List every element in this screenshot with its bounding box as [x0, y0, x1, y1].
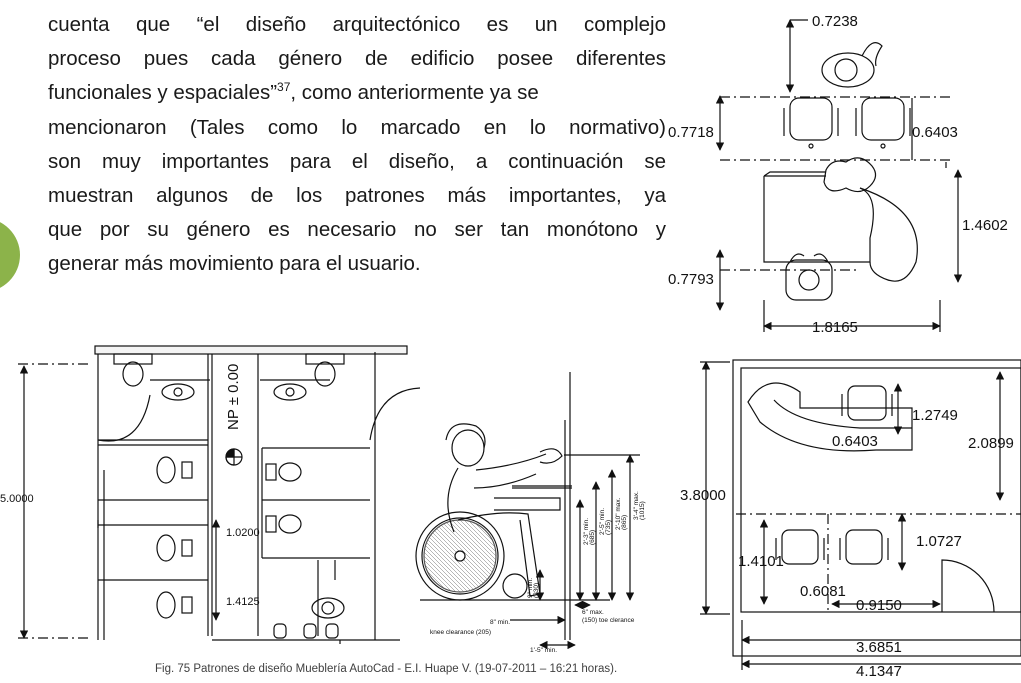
clearance-label: (230) [533, 583, 540, 598]
paragraph-line: funcionales y espaciales”37, como anteri… [48, 80, 539, 105]
wheelchair-section-drawing [415, 372, 640, 650]
clearance-label: 8" min. [490, 619, 510, 626]
bathroom-plan-drawing [18, 345, 421, 644]
clearance-label: (685) [589, 530, 596, 545]
clearance-label: (150) toe clerance [582, 617, 635, 624]
dim-label: 1.4602 [962, 217, 1008, 234]
dim-label: 4.1347 [856, 663, 902, 680]
paragraph-line: son muy importantes para el diseño, a co… [48, 149, 666, 173]
clearance-label: (1015) [639, 501, 646, 520]
dim-label: 3.6851 [856, 639, 902, 656]
dim-label: 0.9150 [856, 597, 902, 614]
dim-label: 1.4101 [738, 553, 784, 570]
dim-label: 0.6081 [800, 583, 846, 600]
footnote-ref: 37 [277, 80, 291, 95]
clearance-label: 2'-5" min. [599, 508, 606, 535]
dim-label: 2.0899 [968, 435, 1014, 452]
dim-label: 1.0727 [916, 533, 962, 550]
paragraph-line: generar más movimiento para el usuario. [48, 252, 421, 276]
figure-caption: Fig. 75 Patrones de diseño Mueblería Aut… [155, 663, 618, 675]
clearance-label: (735) [605, 520, 612, 535]
dim-label: 0.7238 [812, 13, 858, 30]
paragraph-line: muestran algunos de los patrones más imp… [48, 184, 666, 208]
clearance-label: 9" min. [527, 578, 534, 598]
paragraph-line: proceso pues cada género de edificio pos… [48, 47, 666, 71]
clearance-label: 2'-3" min. [583, 518, 590, 545]
clearance-label: 2'-10" max. [615, 497, 622, 530]
paragraph-line: que por su género es necesario no ser ta… [48, 218, 666, 242]
dim-label: 0.7718 [668, 124, 714, 141]
dim-label: 0.6403 [832, 433, 878, 450]
dim-label: 5.0000 [0, 493, 34, 505]
dim-label: 0.6403 [912, 124, 958, 141]
clearance-label: 1'-5" min. [530, 647, 557, 654]
dim-label: 1.2749 [912, 407, 958, 424]
clearance-label: (865) [621, 515, 628, 530]
desk-plan-drawing [715, 19, 963, 332]
dim-label: 1.4125 [226, 596, 260, 608]
dim-label: 0.7793 [668, 271, 714, 288]
paragraph-line: mencionaron (Tales como lo marcado en lo… [48, 115, 666, 139]
dim-label: 1.0200 [226, 527, 260, 539]
clearance-label: 3'-4" max. [633, 491, 640, 520]
level-label: NP ± 0.00 [225, 364, 242, 430]
paragraph-line: cuenta que “el diseño arquitectónico es … [48, 13, 666, 36]
chapter-tab [0, 218, 20, 292]
office-plan-drawing [700, 359, 1021, 670]
dim-label: 1.8165 [812, 319, 858, 336]
dim-label: 3.8000 [680, 487, 726, 504]
clearance-label: knee clearance (205) [430, 629, 491, 636]
clearance-label: 6" max. [582, 609, 604, 616]
body-paragraph: cuenta que “el diseño arquitectónico es … [48, 8, 666, 282]
